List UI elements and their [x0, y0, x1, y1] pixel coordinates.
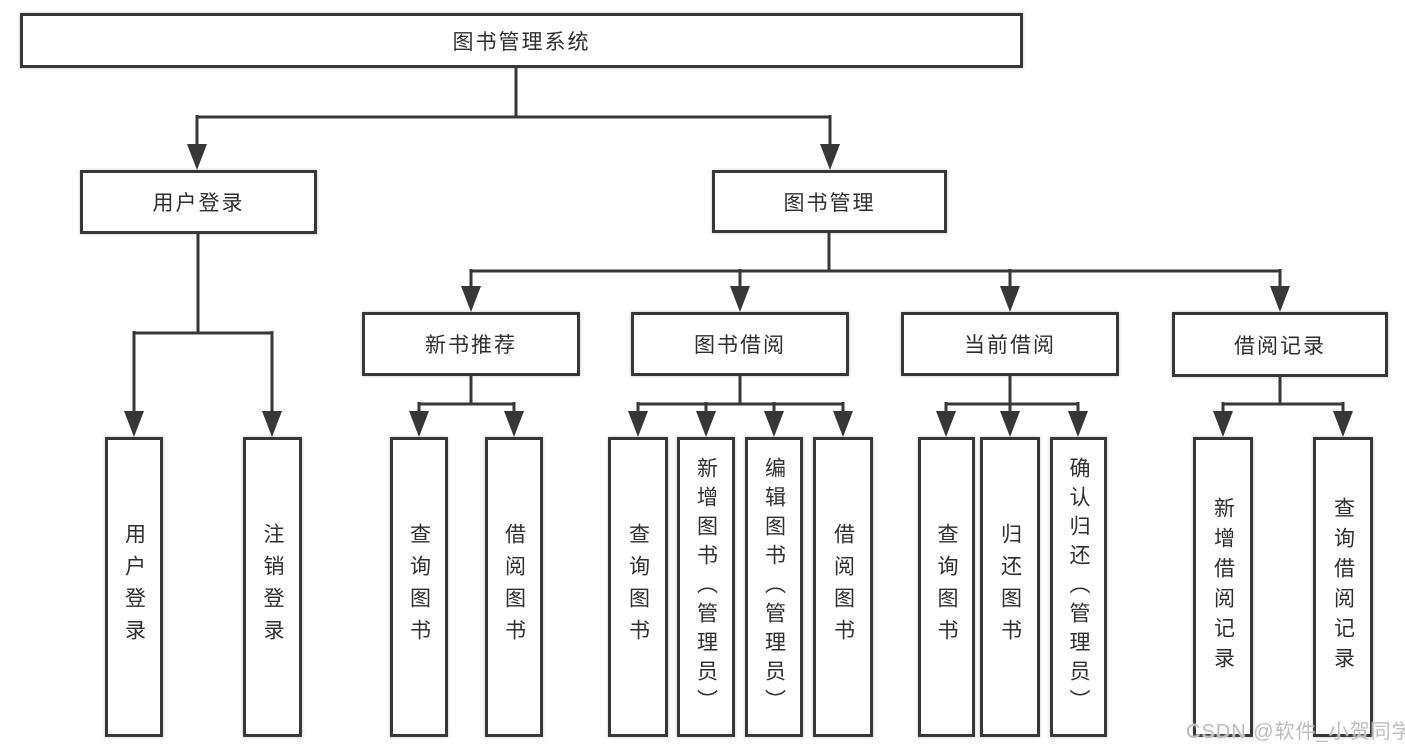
- connector-user-login-children: [132, 234, 274, 415]
- arrowhead-icon: [409, 411, 429, 437]
- arrowhead-icon: [820, 144, 840, 170]
- node-book-borrowing: 图书借阅: [631, 312, 849, 376]
- leaf-logout: 注销登录: [243, 437, 302, 737]
- leaf-add-books-admin: 新增图书（管理员）: [677, 437, 735, 737]
- connector-borrow-records-children: [1221, 377, 1345, 415]
- leaf-borrow-books-recommend: 借阅图书: [485, 437, 543, 737]
- arrowhead-icon: [504, 411, 524, 437]
- node-label: 查询图书: [935, 523, 958, 651]
- node-label: 新增借阅记录: [1211, 497, 1235, 677]
- node-label: 用户登录: [152, 192, 245, 215]
- arrowhead-icon: [1270, 286, 1290, 312]
- arrowhead-icon: [1068, 411, 1088, 437]
- arrowhead-icon: [936, 411, 956, 437]
- arrowhead-icon: [262, 411, 282, 437]
- connector-root-to-level2: [195, 68, 832, 148]
- leaf-add-borrow-record: 新增借阅记录: [1193, 437, 1253, 737]
- node-label: 确认归还（管理员）: [1067, 456, 1090, 718]
- leaf-query-borrow-record: 查询借阅记录: [1313, 437, 1373, 737]
- arrowhead-icon: [1000, 411, 1020, 437]
- node-current-borrowing: 当前借阅: [901, 312, 1119, 376]
- leaf-borrow-books: 借阅图书: [813, 437, 873, 737]
- connector-current-borrow-children: [944, 376, 1080, 415]
- node-label: 借阅图书: [831, 523, 855, 651]
- node-label: 查询图书: [626, 523, 650, 651]
- arrowhead-icon: [833, 411, 853, 437]
- leaf-query-books-recommend: 查询图书: [390, 437, 448, 737]
- leaf-query-books-current: 查询图书: [918, 437, 975, 737]
- connector-book-management-children: [469, 233, 1282, 290]
- node-label: 注销登录: [261, 523, 284, 651]
- node-label: 借阅图书: [502, 523, 526, 651]
- node-label: 归还图书: [998, 523, 1022, 651]
- node-label: 借阅记录: [1234, 334, 1326, 358]
- arrowhead-icon: [461, 286, 481, 312]
- node-label: 查询图书: [407, 523, 431, 651]
- arrowheads: [124, 144, 1353, 437]
- node-user-login: 用户登录: [80, 170, 317, 234]
- node-label: 图书管理系统: [452, 30, 591, 54]
- node-borrowing-records: 借阅记录: [1172, 312, 1388, 377]
- connector-new-book-children: [417, 376, 516, 415]
- node-label: 当前借阅: [964, 334, 1056, 357]
- connector-book-borrow-children: [636, 376, 845, 415]
- arrowhead-icon: [1213, 411, 1233, 437]
- arrowhead-icon: [124, 411, 144, 437]
- arrowhead-icon: [730, 286, 750, 312]
- node-new-book-recommendation: 新书推荐: [362, 312, 580, 376]
- arrowhead-icon: [187, 144, 207, 170]
- arrowhead-icon: [1333, 411, 1353, 437]
- node-label: 图书管理: [783, 191, 876, 215]
- node-label: 新书推荐: [425, 334, 517, 357]
- node-label: 用户登录: [122, 523, 146, 651]
- node-label: 编辑图书（管理员）: [762, 456, 786, 718]
- leaf-user-login: 用户登录: [105, 437, 163, 737]
- arrowhead-icon: [628, 411, 648, 437]
- node-label: 图书借阅: [694, 334, 786, 357]
- node-label: 查询借阅记录: [1331, 497, 1355, 677]
- watermark: CSDN @软件_小贺同学: [1186, 721, 1405, 743]
- node-label: 新增图书（管理员）: [694, 456, 718, 718]
- arrowhead-icon: [696, 411, 716, 437]
- leaf-query-books-borrow: 查询图书: [608, 437, 668, 737]
- leaf-confirm-return-admin: 确认归还（管理员）: [1050, 437, 1107, 737]
- arrowhead-icon: [764, 411, 784, 437]
- node-book-management: 图书管理: [712, 170, 947, 233]
- leaf-return-books: 归还图书: [980, 437, 1040, 737]
- arrowhead-icon: [1000, 286, 1020, 312]
- node-root-system: 图书管理系统: [20, 13, 1023, 68]
- leaf-edit-books-admin: 编辑图书（管理员）: [745, 437, 803, 737]
